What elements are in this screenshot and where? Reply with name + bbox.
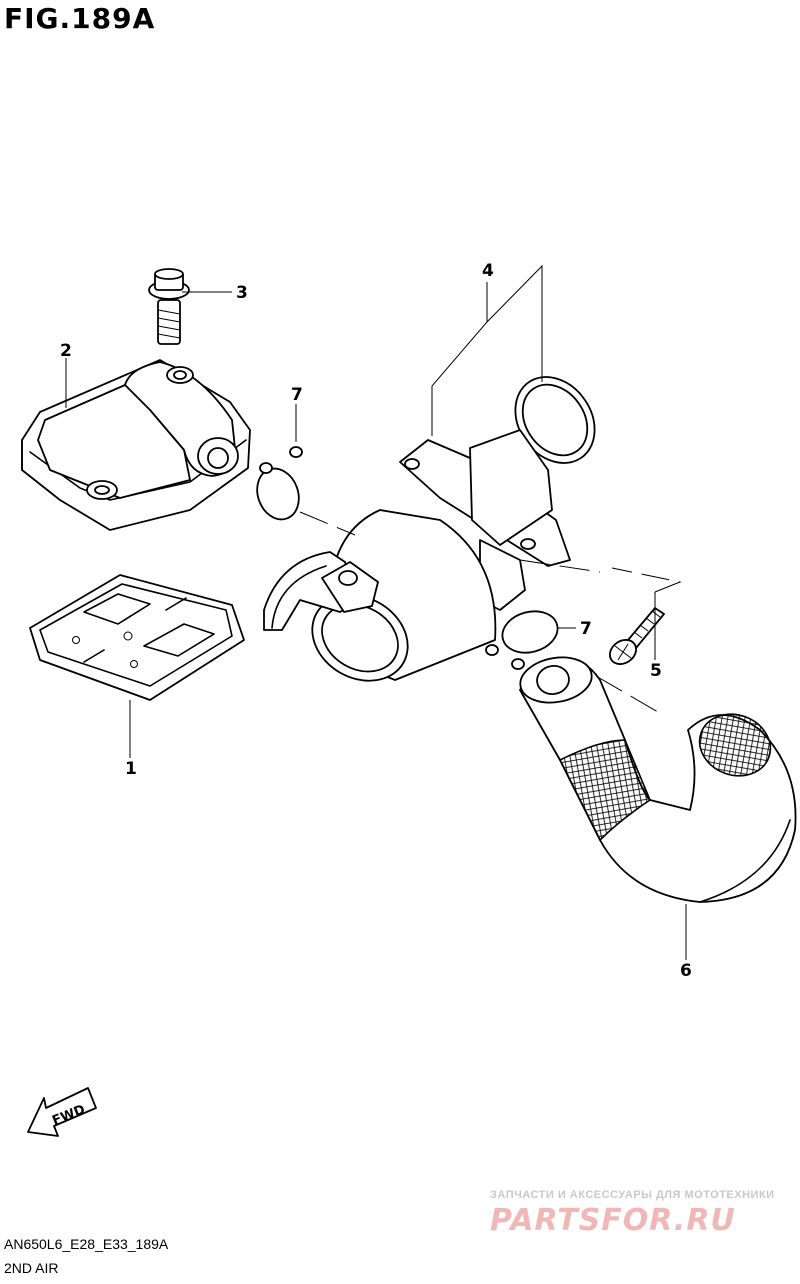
callout-3: 3 (236, 283, 248, 303)
part-4-air-valve[interactable] (263, 362, 611, 698)
callout-7-lower: 7 (580, 619, 592, 639)
watermark-tagline: ЗАПЧАСТИ И АКСЕССУАРЫ ДЛЯ МОТОТЕХНИКИ (490, 1189, 775, 1201)
callout-6: 6 (680, 961, 692, 981)
figure-title: FIG.189A (4, 2, 156, 35)
part-2-cover[interactable] (21, 359, 251, 531)
callout-1: 1 (125, 759, 137, 779)
part-3-bolt[interactable] (148, 268, 190, 345)
figure-code: AN650L6_E28_E33_189A (4, 1236, 169, 1252)
part-7-gasket-lower[interactable] (485, 605, 562, 670)
leader-lines (65, 264, 687, 960)
fwd-arrow-icon: FWD (27, 1087, 97, 1137)
callout-4: 4 (482, 261, 494, 281)
part-1-reed-plate[interactable] (29, 574, 245, 701)
callout-5: 5 (650, 661, 662, 681)
callout-2: 2 (60, 341, 72, 361)
callout-7-upper: 7 (291, 385, 303, 405)
part-7-gasket-upper[interactable] (250, 446, 305, 525)
part-6-hose[interactable] (517, 652, 797, 903)
watermark-logo: PARTSFOR.RU (490, 1203, 736, 1238)
figure-name: 2ND AIR (4, 1260, 59, 1276)
